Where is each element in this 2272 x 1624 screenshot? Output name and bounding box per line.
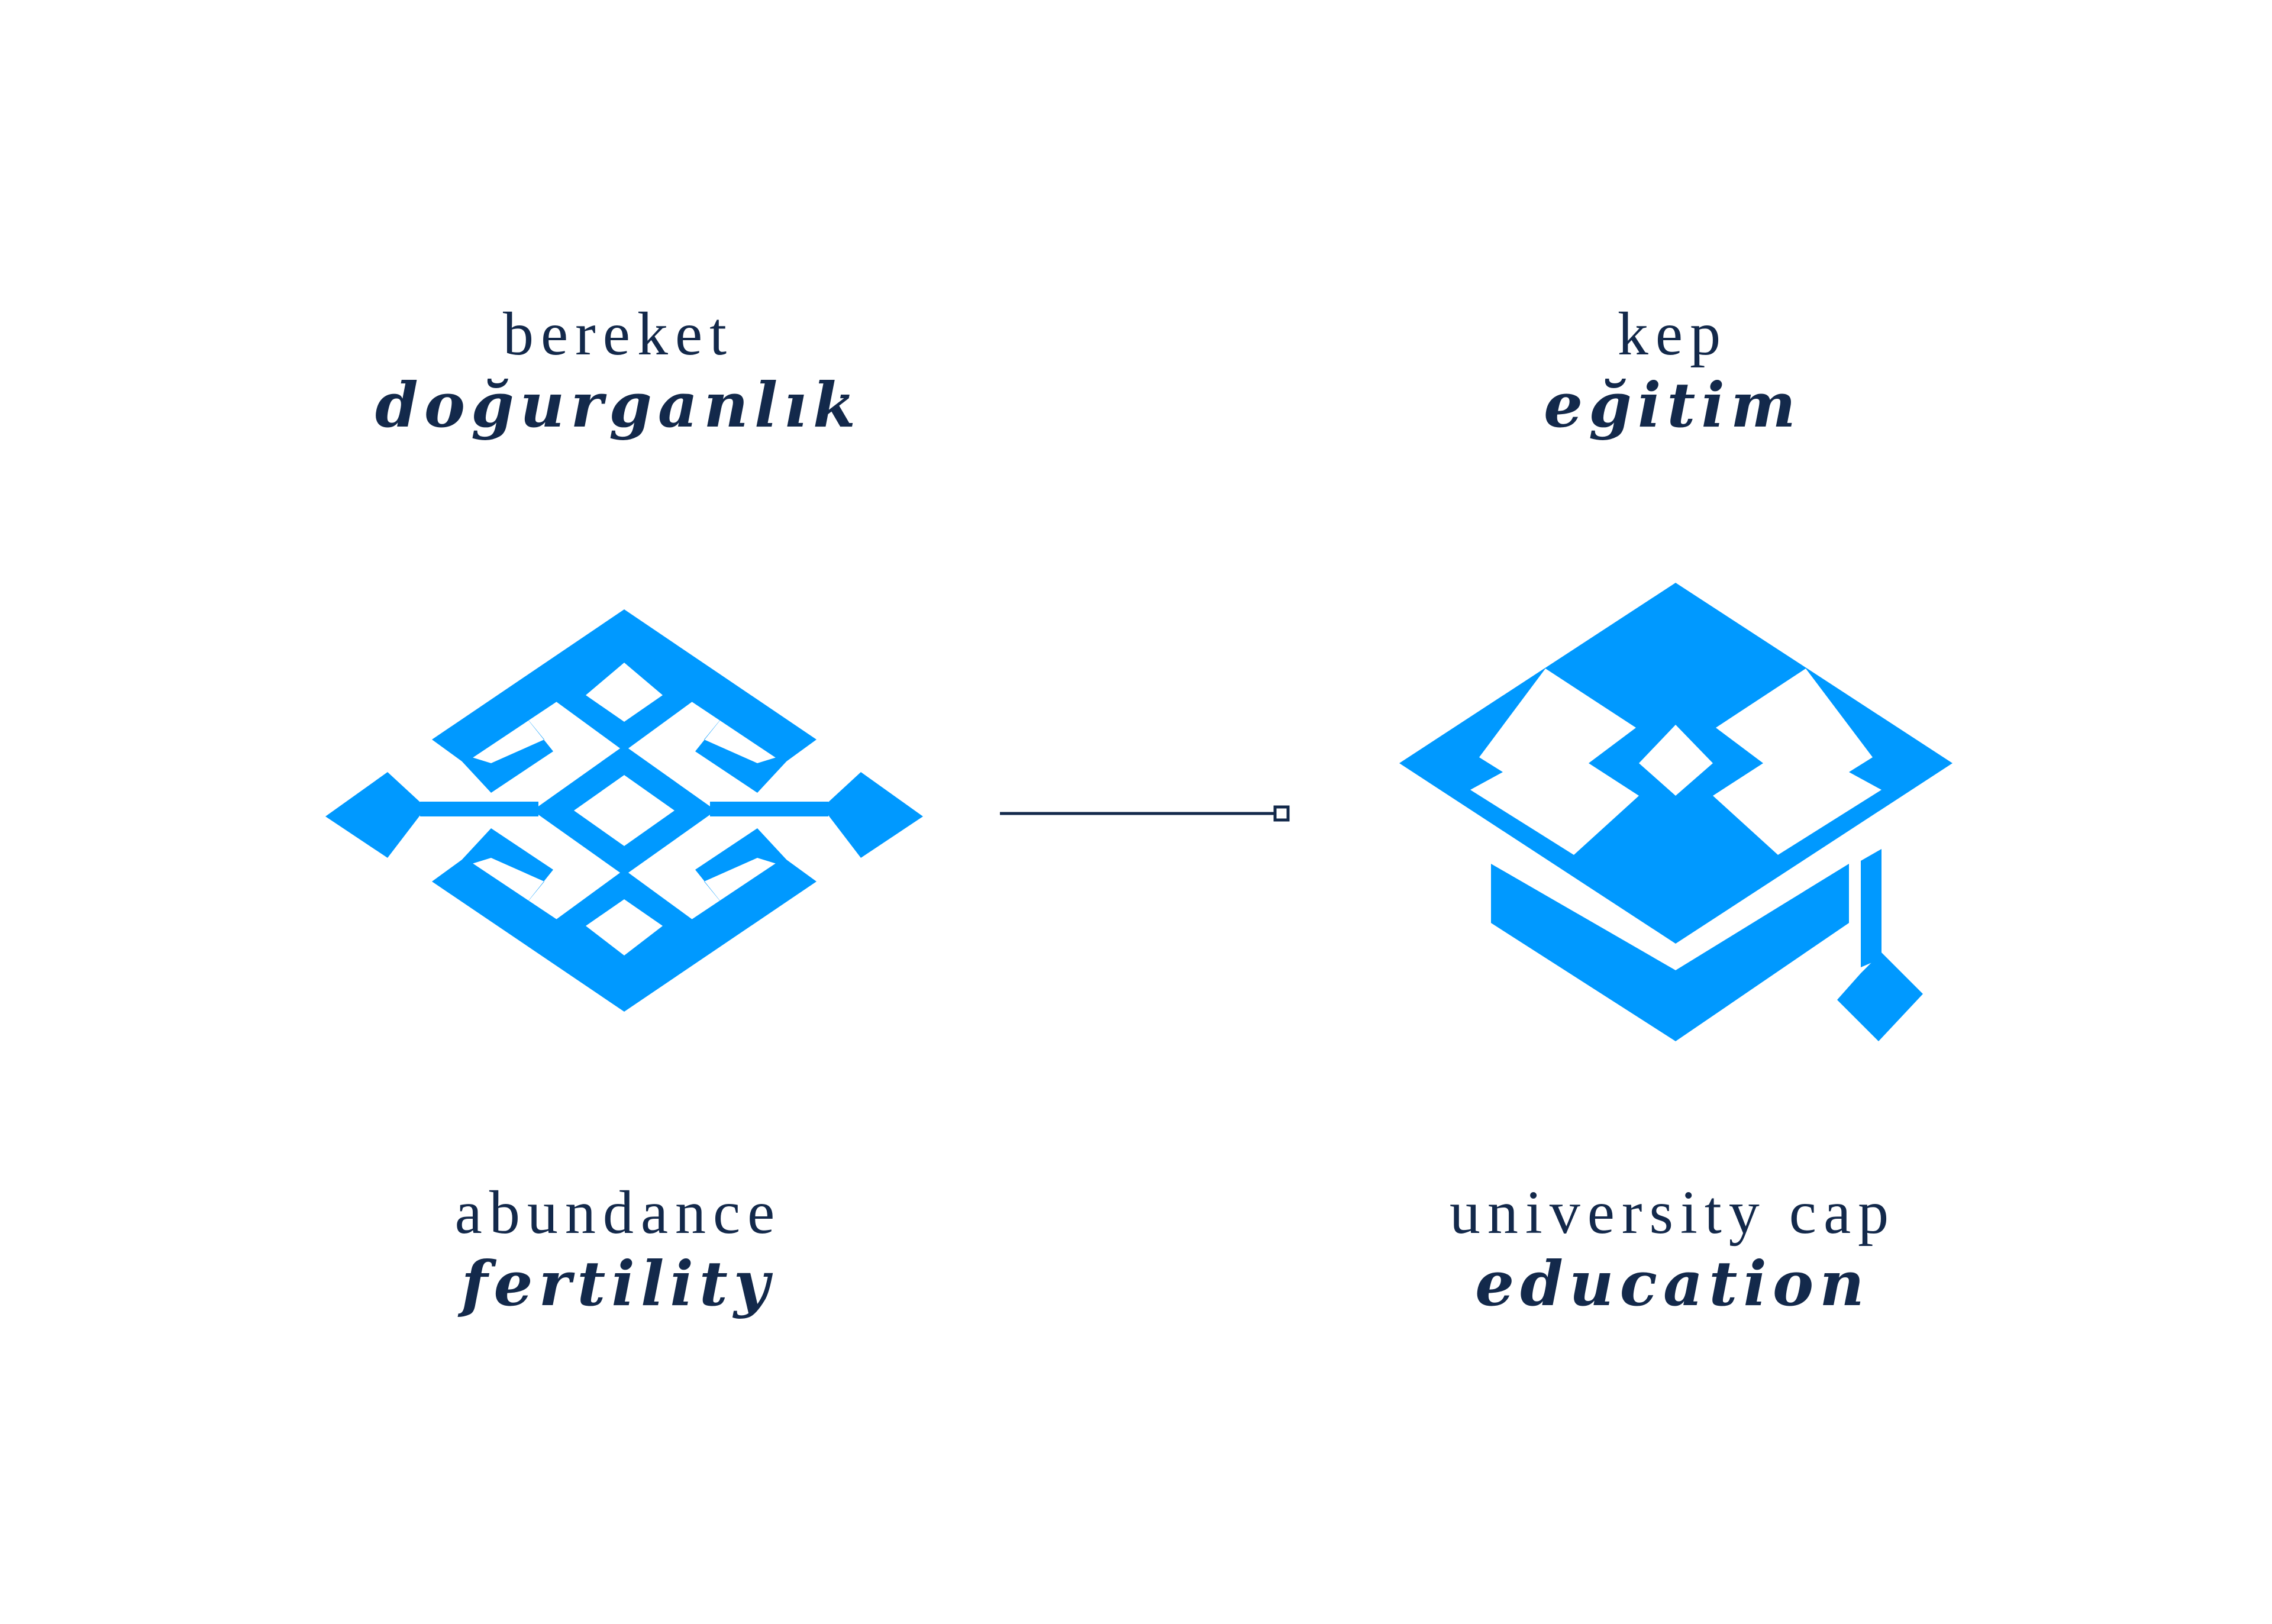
english-meaning-education: education xyxy=(1475,1247,1870,1320)
graduation-cap-icon xyxy=(1399,583,1952,1041)
label-abundance-english: abundance fertility xyxy=(322,1177,914,1319)
label-cap-turkish: kep eğitim xyxy=(1377,299,1968,441)
turkish-meaning-egitim: eğitim xyxy=(1544,369,1802,441)
english-word-university-cap: university cap xyxy=(1449,1179,1896,1247)
abundance-motif-icon xyxy=(325,609,923,1012)
english-meaning-fertility: fertility xyxy=(461,1247,776,1320)
english-word-abundance: abundance xyxy=(454,1179,782,1247)
label-cap-english: university cap education xyxy=(1377,1177,1968,1319)
connector-square-icon xyxy=(1273,805,1290,822)
turkish-meaning-dogurganlik: doğurganlık xyxy=(375,369,861,441)
turkish-word-bereket: bereket xyxy=(502,300,734,368)
turkish-word-kep: kep xyxy=(1617,300,1728,368)
label-abundance-turkish: bereket doğurganlık xyxy=(322,299,914,441)
connector-line xyxy=(1000,805,1290,822)
